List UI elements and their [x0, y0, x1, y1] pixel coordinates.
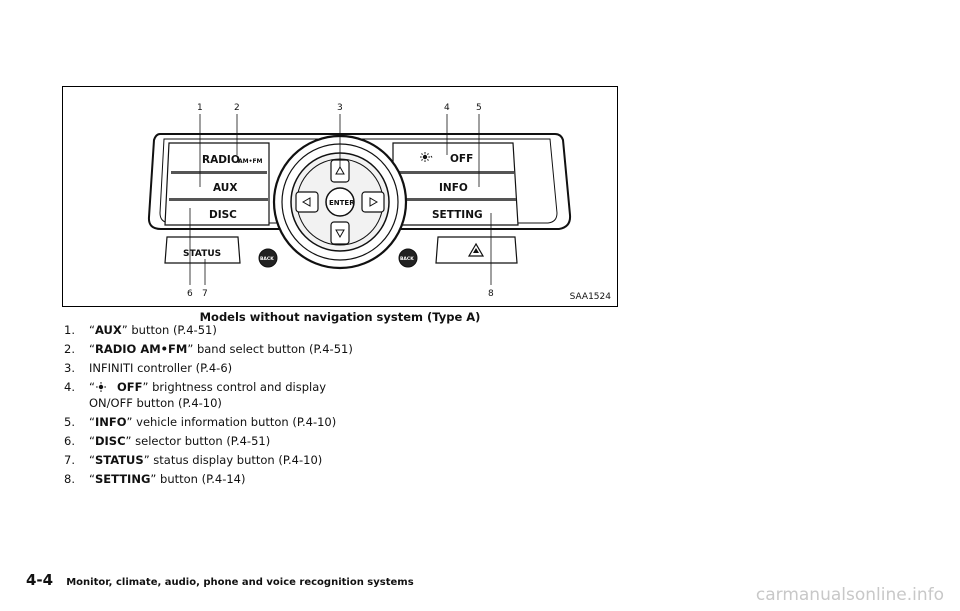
watermark: carmanualsonline.info [755, 585, 944, 605]
up-arrow[interactable] [330, 159, 350, 183]
left-button-block [164, 142, 270, 226]
callout-6: 6 [187, 289, 193, 299]
item-text: button (P.4-14) [156, 471, 246, 486]
divider [394, 171, 514, 174]
component-list: 1.“AUX” button (P.4-51) 2.“RADIO AM•FM” … [64, 323, 364, 491]
item-text: status display button (P.4-10) [149, 452, 323, 467]
figure-caption: Models without navigation system (Type A… [199, 310, 481, 324]
info-label: INFO [439, 182, 468, 194]
page-footer: 4-4 Monitor, climate, audio, phone and v… [26, 570, 414, 589]
panel-inner-edge [159, 138, 558, 224]
back-button-left[interactable] [258, 248, 278, 268]
down-arrow[interactable] [330, 221, 350, 245]
list-item: 6. “DISC” selector button (P.4-51) [64, 434, 364, 450]
quote-close: ” [142, 380, 149, 394]
disc-label: DISC [209, 209, 237, 221]
callout-1: 1 [197, 103, 203, 113]
quote-close: ” [143, 452, 150, 467]
off-label: OFF [450, 153, 473, 165]
section-title: Monitor, climate, audio, phone and voice… [66, 577, 414, 588]
item-label: SETTING [94, 471, 151, 486]
callout-leaders [189, 114, 492, 285]
list-item: 3. INFINITI controller (P.4-6) [64, 361, 364, 377]
callout-3: 3 [337, 103, 343, 113]
hazard-icon [467, 242, 485, 257]
list-item: 2. “RADIO AM•FM” band select button (P.4-… [64, 342, 364, 358]
back-button-right[interactable] [398, 248, 418, 268]
status-label: STATUS [183, 249, 221, 259]
figure-frame: RADIO AM•FM AUX DISC OFF INFO [62, 86, 618, 307]
brightness-icon [95, 382, 113, 392]
quote-close: ” [125, 433, 132, 448]
back-label-right: BACK [400, 256, 414, 262]
quote-open: “ [89, 323, 95, 337]
item-number: 6. [64, 433, 75, 448]
item-text: INFINITI controller (P.4-6) [89, 361, 233, 375]
list-item: 4. “ OFF” brightness control and display O… [64, 380, 364, 411]
radio-label: RADIO [202, 154, 240, 166]
quote-open: “ [89, 380, 95, 394]
item-label: OFF [116, 380, 143, 394]
item-number: 3. [64, 361, 75, 375]
infiniti-controller[interactable] [272, 134, 408, 270]
item-label: AUX [94, 323, 122, 337]
setting-label: SETTING [432, 209, 483, 221]
quote-close: ” [187, 342, 194, 356]
right-button-block [392, 142, 519, 226]
item-text: brightness control and display ON/OFF bu… [89, 380, 327, 410]
divider [169, 198, 268, 201]
list-item: 5. “INFO” vehicle information button (P.4… [64, 415, 364, 431]
item-text: selector button (P.4-51) [131, 433, 271, 448]
item-number: 8. [64, 471, 75, 486]
item-label: DISC [94, 433, 126, 448]
list-item: 8. “SETTING” button (P.4-14) [64, 472, 364, 488]
quote-close: ” [150, 471, 157, 486]
divider [394, 198, 516, 201]
quote-open: “ [89, 433, 95, 448]
control-panel-illustration: RADIO AM•FM AUX DISC OFF INFO [147, 103, 572, 299]
quote-open: “ [89, 452, 95, 467]
item-text: band select button (P.4-51) [193, 342, 353, 356]
item-number: 7. [64, 452, 75, 467]
enter-label: ENTER [329, 199, 355, 207]
right-arrow[interactable] [361, 191, 385, 213]
item-number: 1. [64, 323, 75, 337]
status-button[interactable] [164, 236, 241, 264]
back-label-left: BACK [260, 256, 274, 262]
callout-4: 4 [444, 103, 450, 113]
callout-8: 8 [488, 289, 494, 299]
figure-code: SAA1524 [569, 292, 611, 302]
callout-5: 5 [476, 103, 482, 113]
page-number: 4-4 [26, 571, 54, 589]
list-item: 1. “AUX” button (P.4-51) [64, 323, 364, 339]
quote-close: ” [126, 414, 133, 429]
callout-2: 2 [234, 103, 240, 113]
item-label: INFO [94, 414, 127, 429]
quote-close: ” [121, 323, 128, 337]
item-text: button (P.4-51) [127, 323, 217, 337]
item-text: vehicle information button (P.4-10) [132, 414, 337, 429]
aux-label: AUX [213, 182, 237, 194]
divider [171, 171, 267, 174]
am-fm-label: AM•FM [238, 158, 263, 165]
quote-open: “ [89, 414, 95, 429]
list-item: 7. “STATUS” status display button (P.4-10… [64, 453, 364, 469]
item-number: 4. [64, 380, 75, 394]
item-number: 2. [64, 342, 75, 356]
callout-7: 7 [202, 289, 208, 299]
item-number: 5. [64, 414, 75, 429]
hazard-button[interactable] [435, 236, 518, 264]
brightness-icon [420, 152, 436, 162]
item-label: STATUS [94, 452, 144, 467]
quote-open: “ [89, 342, 95, 356]
item-label: RADIO AM•FM [94, 342, 188, 356]
left-arrow[interactable] [295, 191, 319, 213]
quote-open: “ [89, 471, 95, 486]
